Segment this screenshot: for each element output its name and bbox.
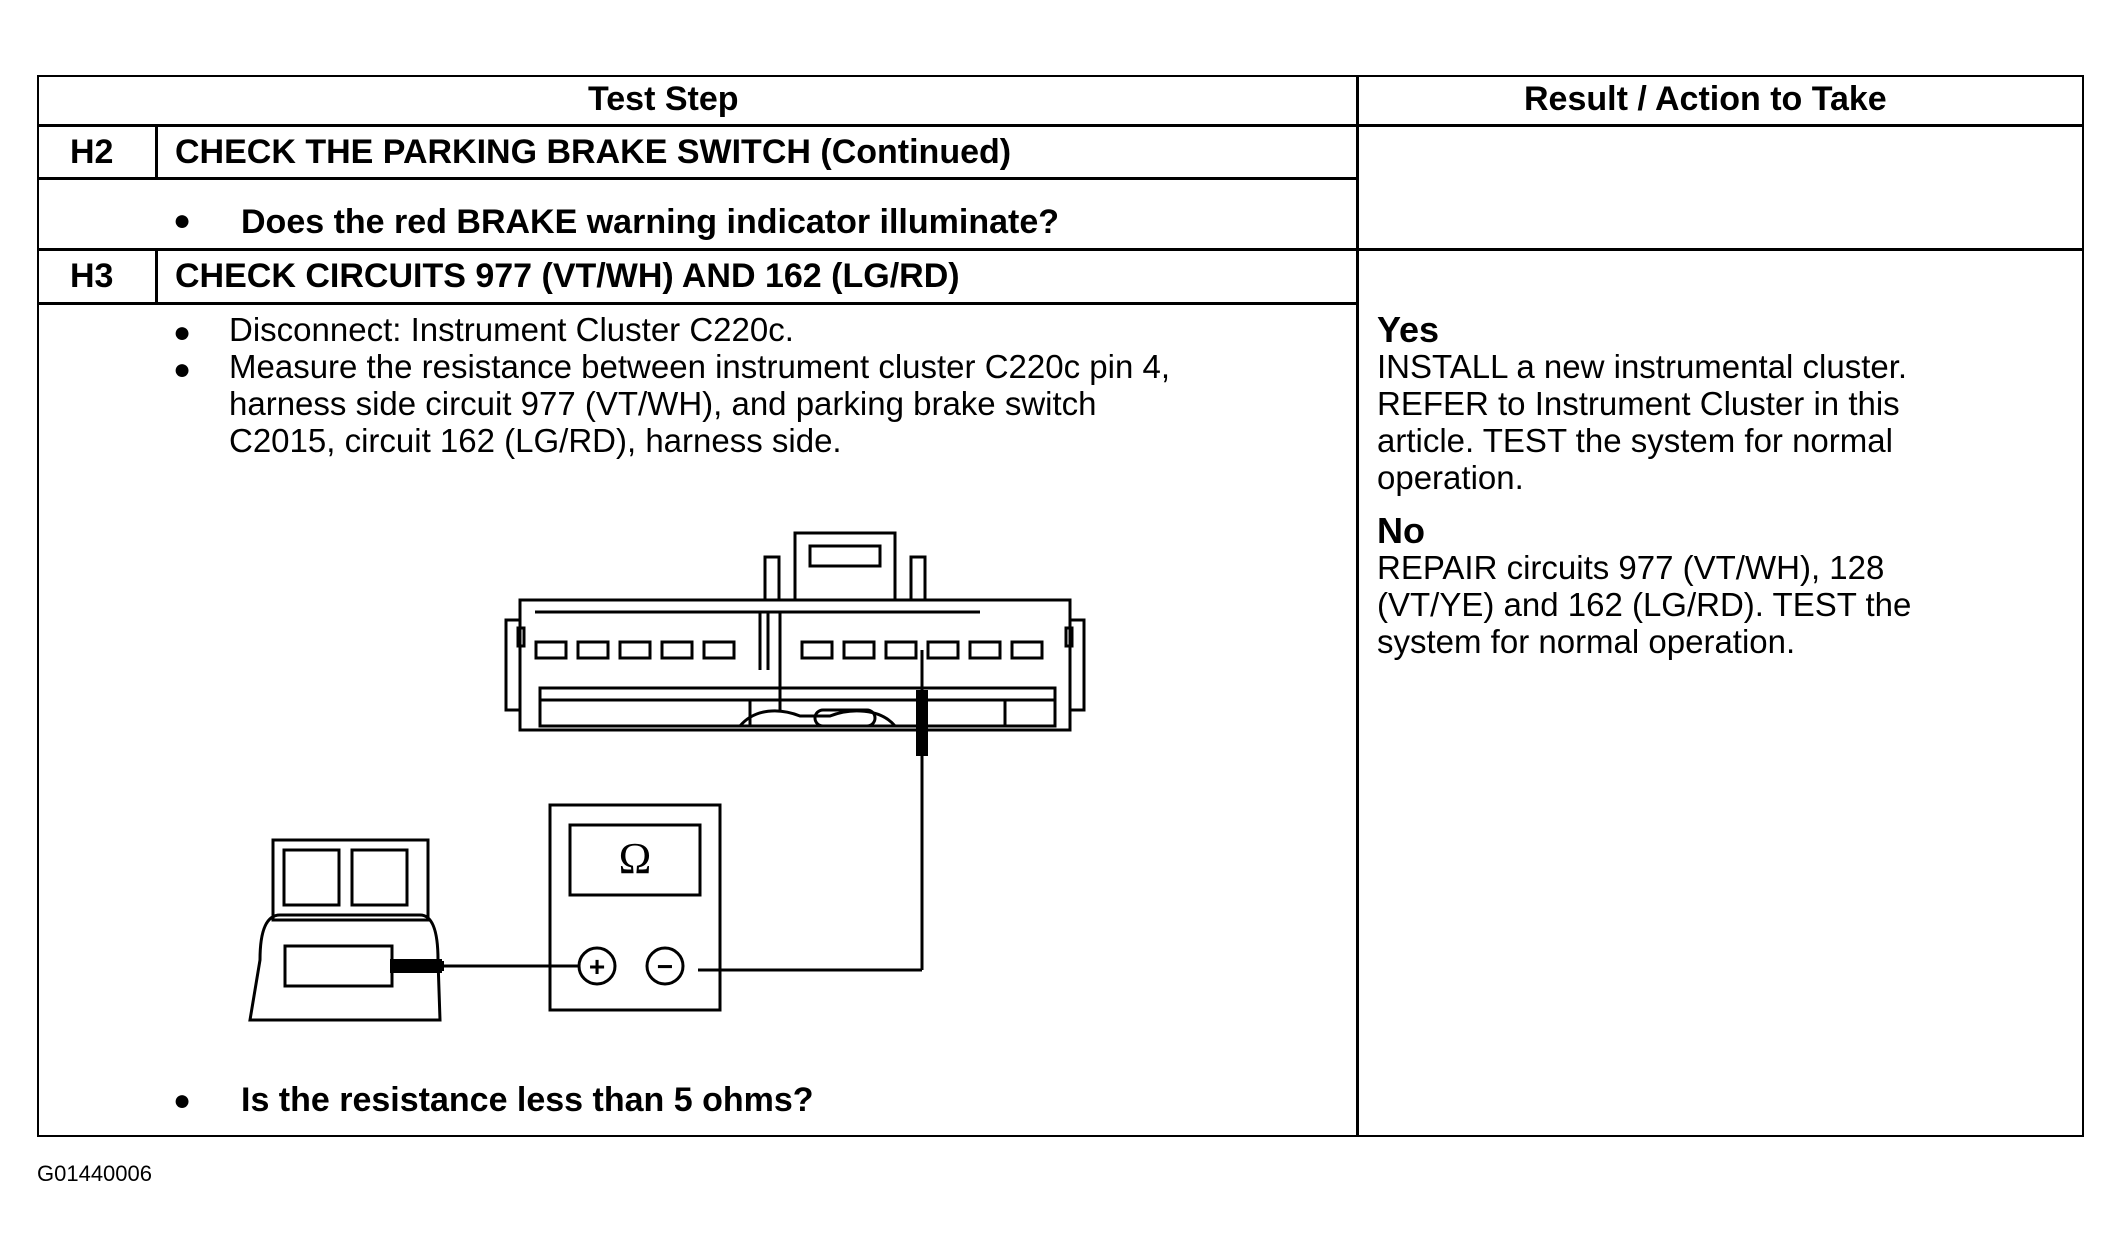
result-yes-line: INSTALL a new instrumental cluster.	[1377, 348, 1908, 385]
connector-c220c	[504, 531, 1086, 732]
header-test-step: Test Step	[588, 80, 739, 118]
result-no-label: No	[1377, 510, 1425, 551]
ohmmeter	[548, 803, 722, 1012]
column-divider	[1356, 75, 1359, 1137]
probe-tip	[390, 959, 442, 973]
h3-id-divider	[155, 248, 158, 303]
step-id-h2: H2	[70, 133, 114, 171]
figure-id: G01440006	[37, 1161, 152, 1186]
h3-question: Is the resistance less than 5 ohms?	[241, 1081, 814, 1119]
instruction-line: Disconnect: Instrument Cluster C220c.	[229, 311, 794, 348]
resistance-test-diagram: Ω + −	[248, 531, 1086, 1022]
bullet: ●	[173, 316, 192, 349]
h3-title-rule	[37, 302, 1357, 305]
result-yes-line: operation.	[1377, 459, 1524, 496]
instruction-line: Measure the resistance between instrumen…	[229, 348, 1170, 385]
bullet: ●	[173, 204, 192, 237]
result-yes-label: Yes	[1377, 309, 1440, 350]
h3-rule	[37, 248, 2084, 251]
header-result-action: Result / Action to Take	[1524, 80, 1887, 118]
minus-terminal-label: −	[657, 951, 673, 982]
plus-terminal-label: +	[589, 951, 605, 982]
instruction-line: harness side circuit 977 (VT/WH), and pa…	[229, 385, 1097, 422]
ohm-symbol: Ω	[619, 834, 652, 883]
step-title-h2: CHECK THE PARKING BRAKE SWITCH (Continue…	[175, 133, 1012, 171]
instruction-line: C2015, circuit 162 (LG/RD), harness side…	[229, 422, 842, 459]
bullet: ●	[173, 353, 192, 386]
step-title-h3: CHECK CIRCUITS 977 (VT/WH) AND 162 (LG/R…	[175, 257, 960, 295]
result-yes-line: article. TEST the system for normal	[1377, 422, 1893, 459]
bullet: ●	[173, 1084, 192, 1117]
h2-id-divider	[155, 124, 158, 178]
result-no-line: system for normal operation.	[1377, 623, 1796, 660]
header-rule	[37, 124, 2084, 127]
result-no-line: REPAIR circuits 977 (VT/WH), 128	[1377, 549, 1885, 586]
table-frame	[37, 75, 2084, 1137]
h2-question: Does the red BRAKE warning indicator ill…	[241, 203, 1059, 241]
result-yes-line: REFER to Instrument Cluster in this	[1377, 385, 1900, 422]
parking-brake-switch-c2015	[248, 838, 442, 1022]
h2-title-rule	[37, 177, 1357, 180]
connector-pins	[534, 640, 1044, 660]
probe-tip	[916, 690, 928, 756]
result-no-line: (VT/YE) and 162 (LG/RD). TEST the	[1377, 586, 1912, 623]
step-id-h3: H3	[70, 257, 114, 295]
